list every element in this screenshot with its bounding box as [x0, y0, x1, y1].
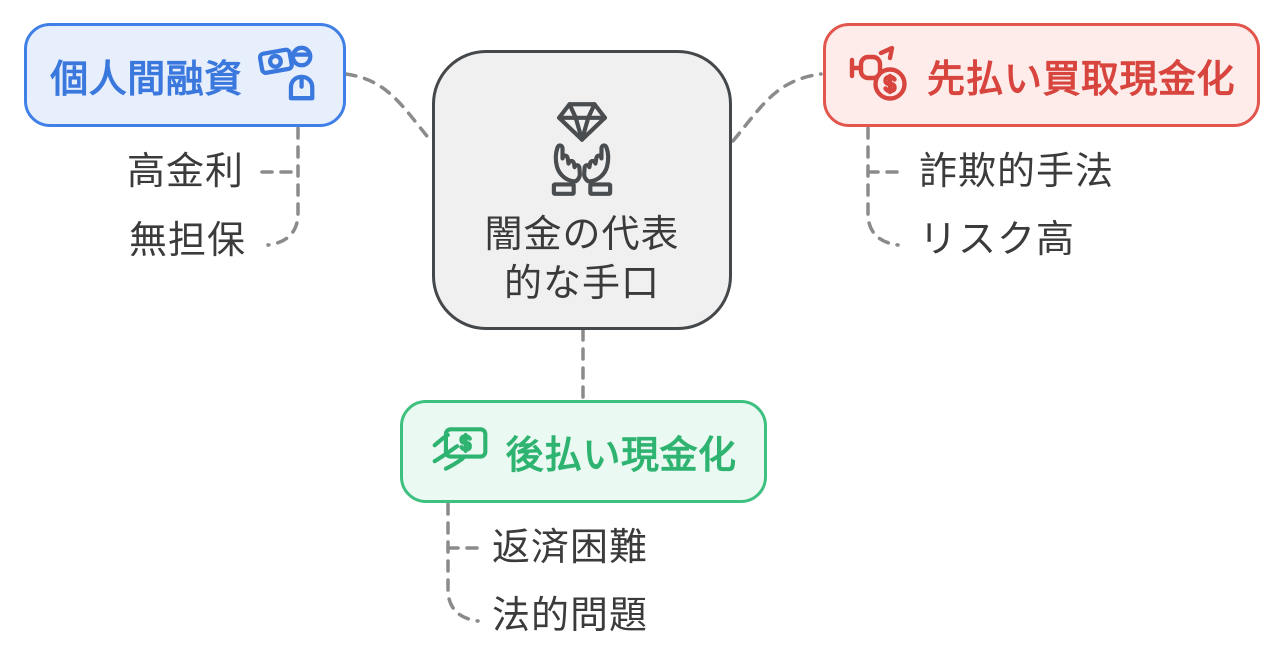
center-node-label: 闇金の代表 的な手口 — [484, 211, 679, 308]
center-label-line1: 闇金の代表 — [484, 213, 680, 256]
connector-advance-purchase-subitems — [866, 126, 900, 247]
connector-personal-loans-subitems — [266, 126, 300, 247]
hands-holding-diamond-icon — [532, 98, 632, 203]
node-advance-purchase: 先払い買取現金化 — [823, 23, 1260, 127]
center-label-line2: 的な手口 — [503, 262, 660, 305]
node-deferred-cashing: 後払い現金化 — [400, 400, 767, 503]
node-personal-loans: 個人間融資 — [24, 23, 346, 127]
sub-item-fraudulent-methods: 詐欺的手法 — [919, 151, 1115, 193]
connector-personal-loans-to-center — [344, 72, 433, 143]
sub-item-high-risk: リスク高 — [919, 219, 1076, 261]
flying-banknote-icon — [430, 419, 490, 484]
connector-center-to-advance-purchase — [731, 72, 823, 143]
connector-deferred-cashing-subitems — [446, 502, 480, 623]
sub-item-repayment-difficulty: 返済困難 — [492, 527, 649, 569]
wallet-person-icon — [257, 42, 320, 109]
sub-item-high-interest: 高金利 — [127, 151, 245, 193]
node-advance-purchase-label: 先払い買取現金化 — [926, 58, 1235, 101]
sub-item-legal-problems: 法的問題 — [492, 595, 649, 637]
sub-item-no-collateral: 無担保 — [129, 220, 247, 262]
node-deferred-cashing-label: 後払い現金化 — [505, 435, 737, 477]
node-personal-loans-label: 個人間融資 — [50, 58, 243, 101]
hand-money-bag-icon — [848, 41, 912, 110]
center-node: 闇金の代表 的な手口 — [432, 50, 732, 330]
